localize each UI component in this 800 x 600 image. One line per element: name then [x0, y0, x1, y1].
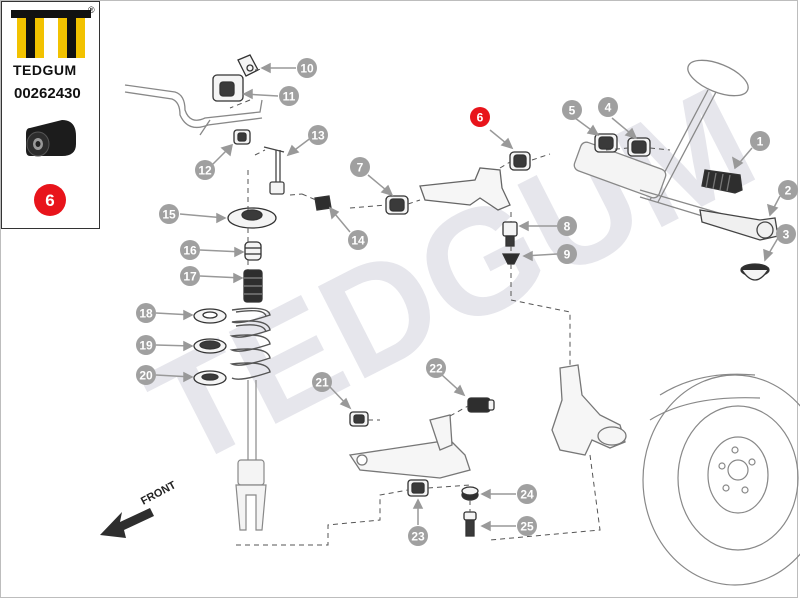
callout-12: 12 [195, 160, 215, 180]
highlight-badge: 6 [34, 184, 66, 216]
callout-11: 11 [279, 86, 299, 106]
part-6-bushing [509, 151, 531, 171]
svg-text:25: 25 [520, 520, 534, 534]
callout-23: 23 [408, 526, 428, 546]
callout-1: 1 [750, 131, 770, 151]
svg-text:13: 13 [311, 129, 325, 143]
callout-2: 2 [778, 180, 798, 200]
callout-22: 22 [426, 358, 446, 378]
callout-16: 16 [180, 240, 200, 260]
steering-knuckle [551, 364, 627, 456]
part-21-bushing [349, 411, 369, 427]
part-11-bush [212, 74, 244, 102]
tedgum-logo-icon [11, 10, 91, 58]
part-22-bushing [467, 397, 495, 413]
svg-text:5: 5 [569, 104, 576, 118]
part-12-bushing [233, 129, 251, 145]
svg-text:7: 7 [357, 161, 364, 175]
callout-7: 7 [350, 157, 370, 177]
svg-text:2: 2 [785, 184, 792, 198]
svg-text:20: 20 [139, 369, 153, 383]
upper-control-arm [419, 167, 511, 211]
callout-25: 25 [517, 516, 537, 536]
part-24-cap [461, 486, 479, 501]
part-23-bushing [407, 479, 429, 497]
wheel [642, 373, 800, 586]
part-15-strut-mount [227, 207, 277, 229]
callout-21: 21 [312, 372, 332, 392]
svg-text:12: 12 [198, 164, 212, 178]
part-9-cap [501, 253, 521, 265]
part-1-boot [701, 169, 743, 194]
callout-3: 3 [776, 224, 796, 244]
part-16-bump-stop [244, 241, 262, 261]
part-14-cap [314, 195, 332, 211]
callout-5: 5 [562, 100, 582, 120]
part-4-bushing [627, 137, 651, 157]
bushing-photo-icon [26, 120, 76, 157]
svg-text:8: 8 [564, 220, 571, 234]
callout-20: 20 [136, 365, 156, 385]
callout-24: 24 [517, 484, 537, 504]
svg-text:19: 19 [139, 339, 153, 353]
svg-text:21: 21 [315, 376, 329, 390]
svg-text:16: 16 [183, 244, 197, 258]
part-13-link [263, 146, 285, 195]
callout-6-highlighted: 6 [470, 107, 490, 127]
brand-name: TEDGUM [13, 62, 77, 78]
svg-text:6: 6 [477, 111, 484, 125]
callout-8: 8 [557, 216, 577, 236]
callout-17: 17 [180, 266, 200, 286]
lower-control-arm [348, 414, 471, 479]
part-19-bearing [193, 338, 227, 354]
svg-text:4: 4 [605, 101, 612, 115]
callout-19: 19 [136, 335, 156, 355]
part-8-ball-joint [502, 221, 518, 247]
part-10-clamp [237, 54, 259, 77]
svg-text:14: 14 [351, 234, 365, 248]
stabilizer-bar [124, 84, 263, 136]
part-3-cap [740, 263, 770, 281]
callout-13: 13 [308, 125, 328, 145]
svg-text:11: 11 [283, 90, 296, 104]
callouts: 1 2 3 4 5 6 7 8 9 10 11 12 13 14 15 16 1… [136, 58, 798, 546]
svg-text:24: 24 [520, 488, 534, 502]
svg-text:9: 9 [564, 248, 571, 262]
assembly-guides [229, 67, 671, 546]
callout-14: 14 [348, 230, 368, 250]
front-arrow [100, 508, 154, 538]
coil-spring [229, 307, 271, 380]
part-5-bushing [594, 133, 618, 153]
callout-18: 18 [136, 303, 156, 323]
callout-arrows [155, 62, 781, 532]
steering-column [573, 59, 761, 233]
shock-absorber [235, 380, 267, 531]
callout-9: 9 [557, 244, 577, 264]
svg-text:22: 22 [429, 362, 443, 376]
callout-4: 4 [598, 97, 618, 117]
part-18-seat [193, 308, 227, 324]
svg-text:15: 15 [162, 208, 176, 222]
svg-text:6: 6 [45, 191, 54, 210]
svg-text:17: 17 [183, 270, 197, 284]
part-17-dust-boot [243, 269, 263, 303]
product-info-panel: ® TEDGUM 00262430 6 [1, 1, 100, 229]
part-25-bolt [463, 511, 477, 537]
svg-text:23: 23 [411, 530, 425, 544]
part-20-seat [193, 370, 227, 386]
registered-mark: ® [88, 5, 95, 15]
svg-text:1: 1 [757, 135, 764, 149]
callout-15: 15 [159, 204, 179, 224]
callout-10: 10 [297, 58, 317, 78]
svg-text:10: 10 [300, 62, 314, 76]
part-7-bushing [385, 195, 409, 215]
svg-text:3: 3 [783, 228, 790, 242]
part-number: 00262430 [14, 85, 81, 102]
svg-text:18: 18 [139, 307, 153, 321]
